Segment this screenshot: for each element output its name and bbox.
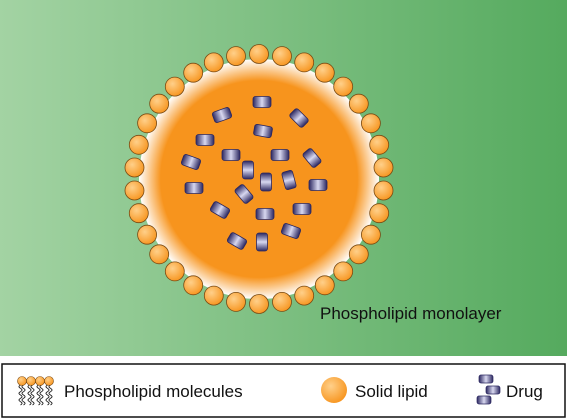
phospholipid-head bbox=[17, 376, 27, 386]
drug-molecule bbox=[234, 184, 254, 204]
drug-molecule bbox=[308, 179, 328, 191]
drug-molecule bbox=[252, 96, 272, 108]
phospholipid-head bbox=[249, 294, 269, 314]
tail bbox=[27, 384, 32, 406]
phospholipid-head bbox=[44, 376, 54, 386]
drug-molecule bbox=[221, 149, 241, 161]
phospholipid-head bbox=[128, 134, 149, 155]
tail bbox=[30, 384, 35, 406]
phospholipid-head bbox=[35, 376, 45, 386]
drug-molecule bbox=[260, 172, 272, 192]
phospholipid-head bbox=[226, 291, 246, 312]
phospholipid-head bbox=[333, 76, 354, 97]
legend-label-solid-lipid: Solid lipid bbox=[355, 382, 428, 401]
phospholipid-head bbox=[164, 261, 185, 282]
phospholipid-head bbox=[333, 261, 354, 282]
phospholipid-head bbox=[272, 46, 292, 66]
drug-molecule bbox=[209, 201, 231, 219]
drug-molecule bbox=[180, 154, 202, 170]
phospholipid-head bbox=[272, 291, 292, 312]
solid-lipid-core bbox=[139, 59, 379, 299]
phospholipid-molecules-icon bbox=[17, 376, 54, 406]
tail bbox=[36, 384, 41, 406]
phospholipid-head bbox=[373, 157, 394, 178]
phospholipid-head bbox=[149, 93, 170, 114]
phospholipid-heads bbox=[124, 44, 394, 314]
phospholipid-head bbox=[26, 376, 36, 386]
drug-icon bbox=[476, 374, 501, 405]
phospholipid-head bbox=[183, 62, 204, 83]
legend-box bbox=[1, 363, 566, 418]
drug-molecule bbox=[211, 107, 233, 123]
phospholipid-head bbox=[149, 244, 170, 265]
tail bbox=[45, 384, 50, 406]
drug-molecule bbox=[270, 149, 290, 161]
phospholipid-head bbox=[373, 180, 394, 201]
drug-molecule bbox=[281, 170, 297, 190]
legend-label-drug: Drug bbox=[506, 382, 543, 401]
phospholipid-head bbox=[137, 224, 158, 245]
drug-molecule bbox=[242, 160, 254, 180]
phospholipid-head bbox=[360, 113, 381, 134]
phospholipid-monolayer-label: Phospholipid monolayer bbox=[320, 304, 502, 323]
phospholipid-head bbox=[314, 275, 335, 296]
drug-molecule bbox=[302, 148, 322, 168]
tail bbox=[39, 384, 44, 406]
phospholipid-head bbox=[369, 134, 390, 155]
drug-molecule bbox=[226, 232, 248, 250]
drug-molecule bbox=[184, 182, 204, 194]
tail bbox=[48, 384, 53, 406]
phospholipid-head bbox=[249, 44, 269, 64]
phospholipid-head bbox=[348, 244, 369, 265]
drug-molecule bbox=[253, 124, 273, 138]
drug-molecule bbox=[292, 203, 312, 215]
phospholipid-head bbox=[294, 285, 315, 306]
drug-molecule bbox=[256, 232, 268, 252]
drug-molecule bbox=[195, 134, 215, 146]
phospholipid-head bbox=[124, 157, 145, 178]
solid-lipid-icon bbox=[321, 377, 347, 403]
drug-molecule bbox=[485, 385, 501, 395]
drug-molecule bbox=[255, 208, 275, 220]
phospholipid-head bbox=[137, 113, 158, 134]
drug-molecule bbox=[478, 374, 494, 384]
drug-molecule bbox=[289, 108, 309, 128]
drug-molecules bbox=[180, 96, 328, 252]
tail bbox=[18, 384, 23, 406]
drug-molecule bbox=[280, 223, 302, 239]
phospholipid-head bbox=[226, 46, 246, 66]
drug-molecule bbox=[476, 395, 492, 405]
phospholipid-head bbox=[348, 93, 369, 114]
phospholipid-head bbox=[294, 52, 315, 73]
phospholipid-head bbox=[183, 275, 204, 296]
phospholipid-head bbox=[314, 62, 335, 83]
phospholipid-head bbox=[124, 180, 145, 201]
phospholipid-head bbox=[128, 203, 149, 224]
phospholipid-head bbox=[164, 76, 185, 97]
phospholipid-head bbox=[203, 52, 224, 73]
legend-label-phospholipid-molecules: Phospholipid molecules bbox=[64, 382, 243, 401]
phospholipid-head bbox=[360, 224, 381, 245]
phospholipid-head bbox=[369, 203, 390, 224]
phospholipid-head bbox=[203, 285, 224, 306]
tail bbox=[21, 384, 26, 406]
